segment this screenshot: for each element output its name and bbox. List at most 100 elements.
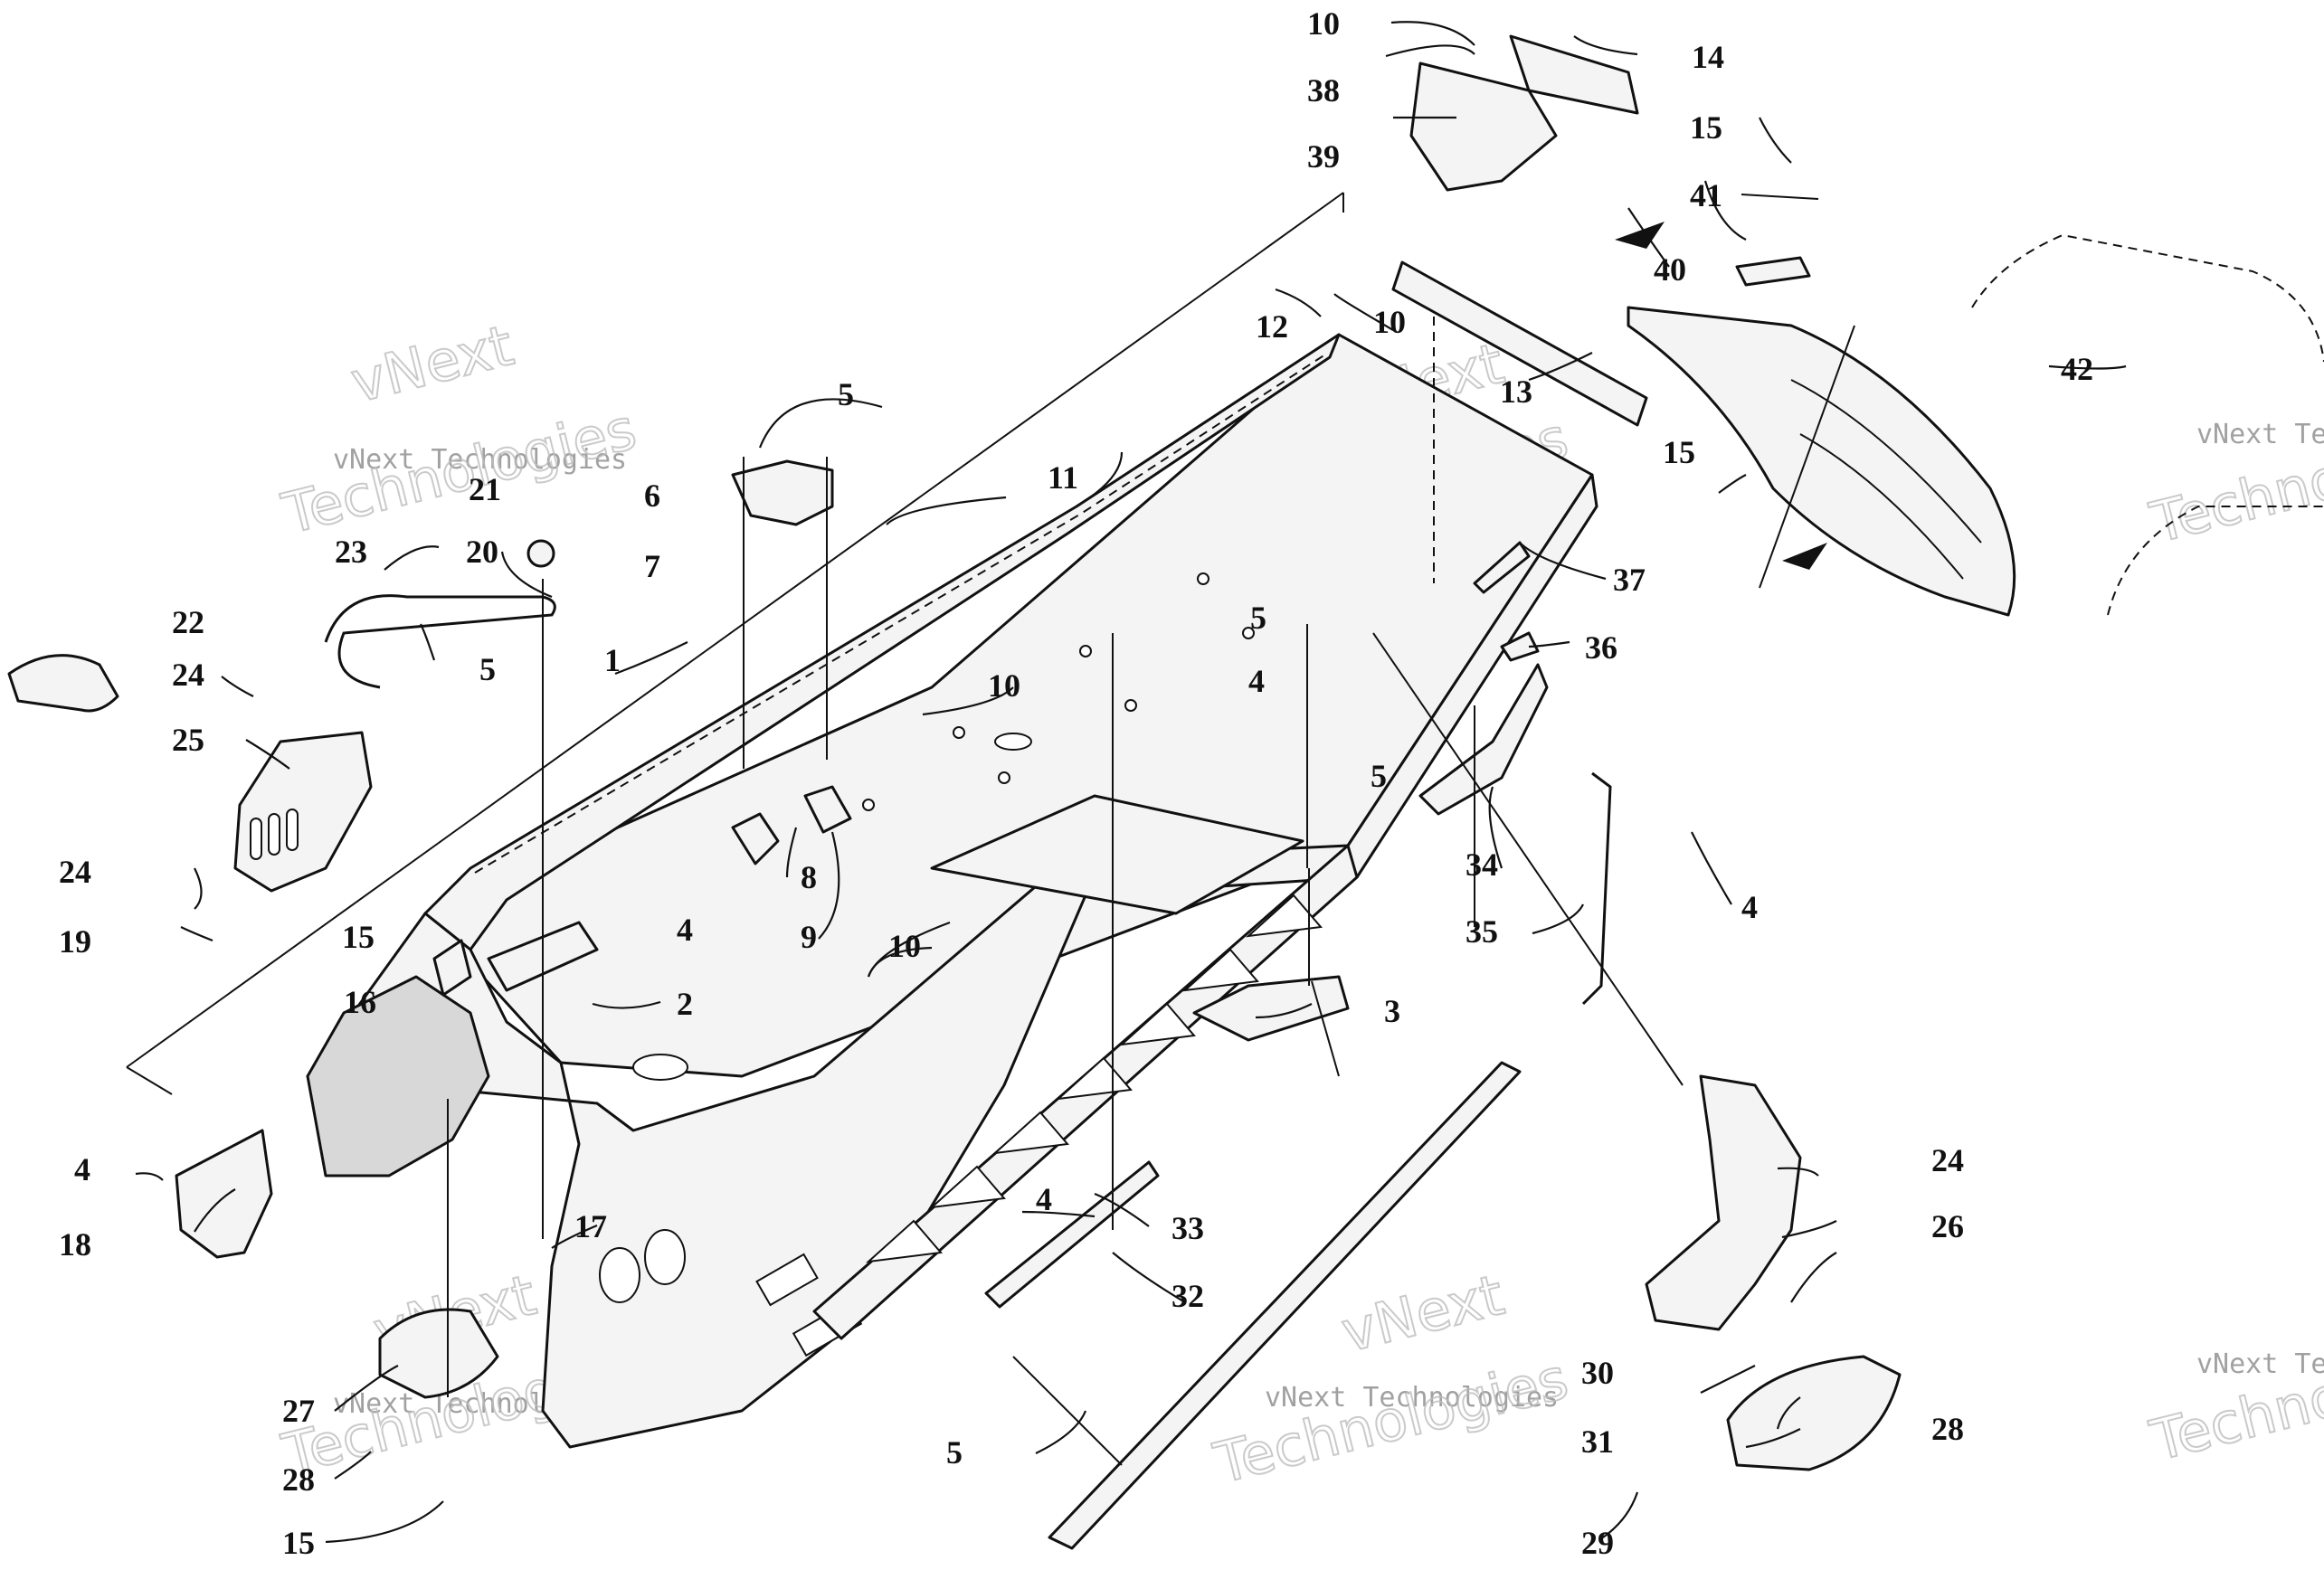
callout-22: 22 <box>172 604 204 640</box>
part-40-flap <box>1627 306 2016 617</box>
part-9-clip <box>803 785 852 834</box>
callout-4: 4 <box>677 912 693 948</box>
callout-14: 14 <box>1692 39 1724 75</box>
callout-26: 26 <box>1931 1208 1964 1244</box>
callout-4: 4 <box>74 1151 90 1187</box>
callout-11: 11 <box>1048 459 1078 496</box>
watermark-word-bottom: Technologies <box>276 395 642 546</box>
callout-16: 16 <box>344 984 376 1020</box>
part-37-strip <box>1473 541 1531 594</box>
callout-3: 3 <box>1384 993 1400 1029</box>
tunnel-outline <box>1971 233 2324 363</box>
callout-6: 6 <box>644 478 660 514</box>
callout-20: 20 <box>466 534 498 570</box>
callout-4: 4 <box>1741 889 1758 925</box>
part-3-plate <box>1192 975 1350 1042</box>
part-29-tray <box>1726 1355 1902 1471</box>
callout-30: 30 <box>1581 1355 1614 1391</box>
part-7-bracket <box>731 459 834 526</box>
callout-35: 35 <box>1466 913 1498 950</box>
callout-labels: 1 2 3 4 4 4 4 4 5 5 5 5 5 6 7 8 9 10 10 … <box>59 5 2093 1561</box>
part-36-clip <box>1500 631 1540 662</box>
callout-39: 39 <box>1307 138 1340 175</box>
running-board-cutouts <box>865 894 1323 1263</box>
watermark-edge-bottom: Techno <box>2144 444 2324 555</box>
callout-5: 5 <box>1250 600 1266 636</box>
callout-1: 1 <box>604 642 621 678</box>
callout-10: 10 <box>1307 5 1340 42</box>
callout-15: 15 <box>1663 434 1695 470</box>
callout-10: 10 <box>988 667 1020 704</box>
callout-36: 36 <box>1585 629 1617 666</box>
callout-9: 9 <box>801 919 817 955</box>
callout-4: 4 <box>1036 1181 1052 1217</box>
watermark-edge-top: vNext Te <box>2196 419 2324 450</box>
callout-24: 24 <box>1931 1142 1964 1178</box>
callout-41: 41 <box>1690 177 1722 213</box>
part-33-strip <box>984 1160 1160 1309</box>
callout-42: 42 <box>2061 351 2093 387</box>
part-22-cover <box>7 654 119 713</box>
callout-10: 10 <box>1373 304 1406 340</box>
callout-40: 40 <box>1654 251 1686 288</box>
part-34-bracket <box>1418 663 1549 816</box>
part-39-bracket <box>1409 61 1558 192</box>
callout-13: 13 <box>1500 374 1532 410</box>
watermark-word-top: vNext <box>1335 1262 1510 1366</box>
callout-8: 8 <box>801 859 817 895</box>
watermark-group-lower-center: vNext vNext Technologies Technologies <box>1207 1261 1575 1498</box>
callout-12: 12 <box>1256 308 1288 345</box>
chassis-frame <box>126 192 1598 1449</box>
watermark-company-line: vNext Technologies <box>1265 1382 1559 1414</box>
callout-38: 38 <box>1307 72 1340 109</box>
part-32-rod <box>1048 1061 1522 1550</box>
watermark-group-left: vNext vNext Technologies Technologies <box>275 311 643 548</box>
callout-31: 31 <box>1581 1423 1614 1460</box>
part-14-pad <box>1509 34 1639 115</box>
watermark-word-bottom: Technologies <box>1208 1345 1574 1496</box>
part-25-bracket <box>233 731 373 893</box>
callout-33: 33 <box>1171 1210 1204 1246</box>
part-20-strap <box>324 594 556 689</box>
callout-15: 15 <box>1690 109 1722 146</box>
callout-23: 23 <box>335 534 367 570</box>
callout-5: 5 <box>946 1434 963 1471</box>
callout-29: 29 <box>1581 1525 1614 1561</box>
callout-15: 15 <box>342 919 375 955</box>
callout-37: 37 <box>1613 562 1646 598</box>
watermark-word-top: vNext <box>345 312 519 416</box>
callout-28: 28 <box>1931 1411 1964 1447</box>
leader-lines <box>135 21 2127 1544</box>
part-16-bracket <box>432 939 472 997</box>
callout-5: 5 <box>838 376 854 412</box>
callout-24: 24 <box>59 854 91 890</box>
callout-28: 28 <box>282 1461 315 1498</box>
callout-21: 21 <box>469 471 501 507</box>
watermark-group-right-edge: vNext Te Techno vNext Te Techno <box>2143 419 2324 1475</box>
callout-7: 7 <box>644 548 660 584</box>
callout-17: 17 <box>574 1208 607 1244</box>
callout-10: 10 <box>888 928 921 964</box>
part-30-guard <box>1645 1074 1802 1331</box>
part-13-rail <box>1391 260 1648 427</box>
part-18-bracket <box>175 1129 273 1259</box>
part-27-bracket <box>378 1308 499 1399</box>
part-21-nut <box>526 539 555 568</box>
callout-5: 5 <box>479 651 496 687</box>
callout-32: 32 <box>1171 1278 1204 1314</box>
callout-34: 34 <box>1466 846 1498 883</box>
callout-18: 18 <box>59 1226 91 1263</box>
parts-components <box>7 34 2324 1550</box>
callout-24: 24 <box>172 657 204 693</box>
callout-4: 4 <box>1248 663 1265 699</box>
watermark-edge-top: vNext Te <box>2196 1348 2324 1380</box>
part-8-clip <box>731 812 780 865</box>
callout-5: 5 <box>1371 758 1387 794</box>
part-41-decal <box>1735 256 1811 287</box>
callout-25: 25 <box>172 722 204 758</box>
callout-19: 19 <box>59 923 91 960</box>
watermark-company-line: vNext Technologies <box>333 444 627 476</box>
callout-27: 27 <box>282 1393 315 1429</box>
callout-15: 15 <box>282 1525 315 1561</box>
